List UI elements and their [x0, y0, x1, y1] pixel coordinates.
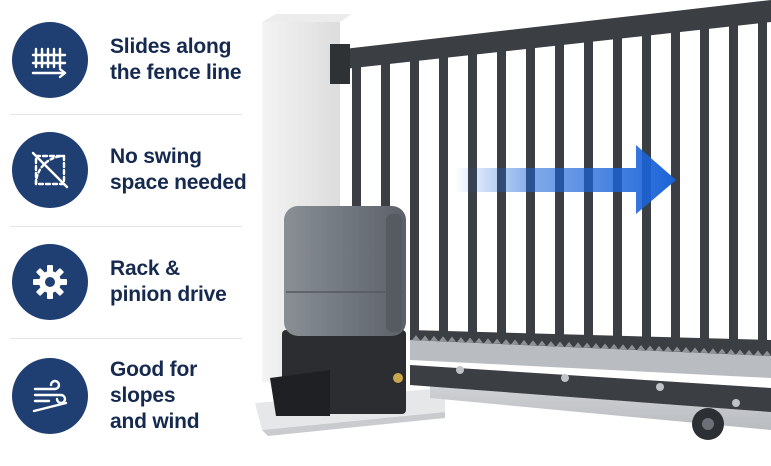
rack-tooth [754, 350, 762, 356]
rack-tooth [709, 348, 717, 354]
feature-list: Slides along the fence line No swing spa… [0, 0, 262, 466]
gear-rack [410, 340, 771, 378]
rack-tooth [592, 343, 600, 349]
rack-tooth [682, 347, 690, 353]
gate-bar [584, 33, 593, 361]
rack-tooth [493, 338, 501, 344]
rack-tooth [610, 343, 618, 349]
feature-item: Slides along the fence line [12, 8, 252, 112]
rack-tooth [538, 340, 546, 346]
feature-label-line2: space needed [110, 171, 247, 194]
rack-tooth [664, 346, 672, 352]
rack-tooth [727, 349, 735, 355]
gate-motor [284, 206, 406, 336]
rack-tooth [718, 348, 726, 354]
rack-tooth [502, 339, 510, 345]
gate-bar [671, 23, 680, 364]
gate-bar [410, 53, 419, 357]
gate-bar [729, 16, 738, 365]
sliding-fence-icon [31, 47, 67, 79]
rack-tooth [547, 341, 555, 347]
slide-direction-arrow [455, 145, 676, 214]
bolt [732, 399, 740, 407]
feature-label: Slides along the fence line [110, 34, 242, 86]
rack-tooth [475, 337, 483, 343]
feature-label-line1: No swing [110, 145, 202, 168]
bolt [456, 366, 464, 374]
gate-bar [700, 20, 709, 365]
rack-tooth [448, 336, 456, 342]
gate-bottom-rail [410, 365, 771, 412]
feature-label-line1: Good for slopes [110, 358, 198, 407]
gate-bar [613, 30, 622, 362]
feature-item: Good for slopes and wind [12, 344, 252, 448]
feature-label: Good for slopes and wind [110, 357, 252, 435]
rack-tooth [655, 345, 663, 351]
gear-icon [33, 265, 67, 299]
rack-tooth [457, 337, 465, 343]
rack-tooth [700, 347, 708, 353]
feature-item: Rack & pinion drive [12, 230, 252, 334]
feature-label-line1: Rack & [110, 257, 181, 280]
gate-bar [439, 50, 448, 357]
feature-badge [12, 132, 88, 208]
feature-label: No swing space needed [110, 144, 247, 196]
feature-label-line2: the fence line [110, 61, 242, 84]
rack-tooth [421, 335, 429, 341]
feature-badge [12, 22, 88, 98]
wind-slope-icon [32, 379, 68, 413]
rack-tooth [511, 339, 519, 345]
no-swing-icon [31, 151, 69, 189]
rack-tooth [466, 337, 474, 343]
rack-tooth [736, 349, 744, 355]
rack-tooth [637, 345, 645, 351]
gate-bar [381, 56, 390, 356]
rack-tooth [529, 340, 537, 346]
rack-tooth [745, 349, 753, 355]
feature-badge [12, 358, 88, 434]
rack-tooth [691, 347, 699, 353]
gate-bar [555, 36, 564, 361]
feature-item: No swing space needed [12, 118, 252, 222]
feature-label-line1: Slides along [110, 35, 232, 58]
rack-tooth [646, 345, 654, 351]
divider [10, 114, 242, 115]
feature-label-line2: pinion drive [110, 283, 227, 306]
rack-tooth [574, 342, 582, 348]
rack-tooth [556, 341, 564, 347]
motor-lock [393, 373, 403, 383]
rack-tooth [628, 344, 636, 350]
gate-bar [497, 43, 506, 359]
rack-tooth [430, 335, 438, 341]
gate-bar [758, 13, 767, 366]
rack-tooth [484, 338, 492, 344]
feature-label-line2: and wind [110, 410, 200, 433]
bolt [656, 383, 664, 391]
rack-tooth [673, 346, 681, 352]
rack-tooth [601, 343, 609, 349]
feature-badge [12, 244, 88, 320]
rack-tooth [520, 339, 528, 345]
bolt [561, 374, 569, 382]
rack-tooth [439, 336, 447, 342]
divider [10, 338, 242, 339]
feature-label: Rack & pinion drive [110, 256, 227, 308]
rack-tooth [565, 341, 573, 347]
rack-tooth [583, 342, 591, 348]
gate-bar [468, 46, 477, 358]
rack-tooth [763, 350, 771, 356]
divider [10, 226, 242, 227]
gate-bracket [330, 44, 350, 84]
gate-bar [526, 40, 535, 360]
rack-tooth [412, 335, 420, 341]
rack-tooth [619, 344, 627, 350]
